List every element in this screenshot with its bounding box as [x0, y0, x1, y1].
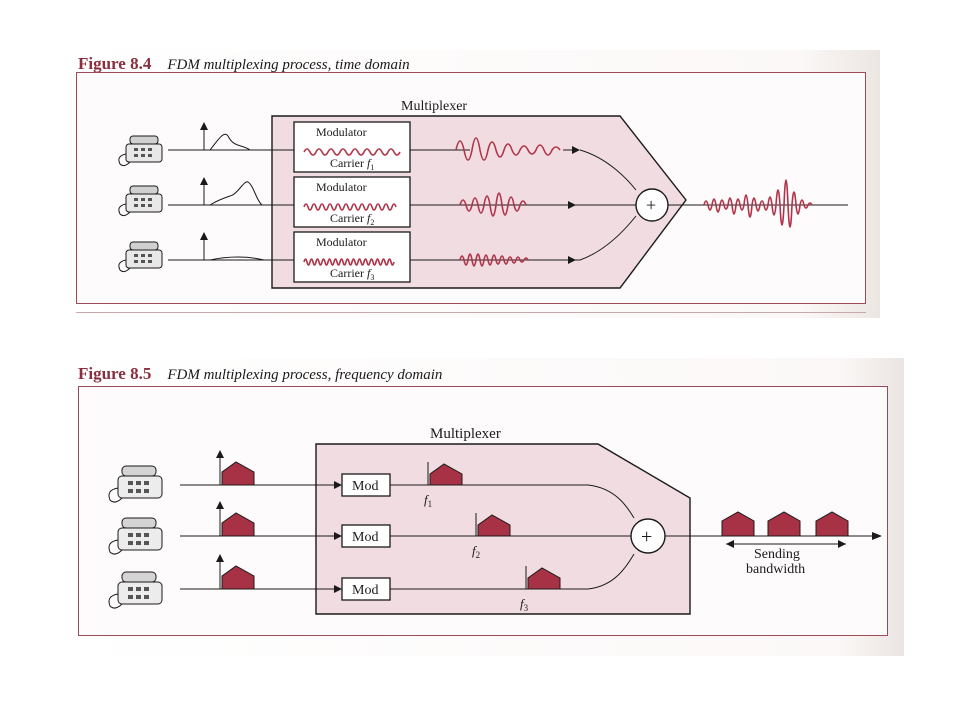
carrier-wave-1	[303, 148, 401, 156]
spectrum-icon	[475, 513, 511, 537]
carrier-label-3: Carrier f3	[330, 266, 374, 282]
spectrum-icon	[216, 450, 255, 486]
spectrum-icon	[767, 511, 801, 537]
mod-label-2: Mod	[352, 530, 378, 545]
modulator-box-1	[293, 121, 411, 173]
modulated-signal-1	[455, 137, 561, 161]
figure-8-4-caption: Figure 8.4 FDM multiplexing process, time…	[78, 54, 410, 74]
spectrum-icon	[427, 462, 463, 486]
fdm-frequency-domain-diagram: Multiplexer	[108, 426, 882, 615]
modulator-label-1: Modulator	[316, 125, 367, 139]
telephone-icon	[108, 571, 163, 609]
spectrum-icon	[815, 511, 849, 537]
figure-8-4-panel: Figure 8.4 FDM multiplexing process, time…	[68, 50, 880, 318]
freq-label-2: f2	[472, 543, 480, 560]
modulator-box-3	[293, 231, 411, 283]
bandwidth-label-line2: bandwidth	[746, 562, 805, 577]
figure-8-5-caption: Figure 8.5 FDM multiplexing process, freq…	[78, 364, 442, 384]
baseband-signal-3	[200, 232, 265, 261]
figure-number: Figure 8.4	[78, 54, 152, 73]
telephone-icon	[108, 517, 163, 555]
modulator-box-2	[293, 176, 411, 228]
modulated-signal-3	[459, 253, 529, 267]
modulated-signal-2	[459, 192, 527, 217]
fdm-time-domain-diagram: Multiplexer Modulator Carrier f1	[118, 99, 848, 289]
bandwidth-label-line1: Sending	[754, 547, 800, 562]
telephone-icon	[118, 135, 163, 167]
figure-title: FDM multiplexing process, frequency doma…	[167, 367, 443, 383]
carrier-wave-3	[303, 258, 395, 266]
carrier-label-1: Carrier f1	[330, 156, 374, 172]
telephone-icon	[118, 185, 163, 217]
divider	[76, 312, 866, 313]
freq-label-1: f1	[424, 492, 432, 509]
multiplexer-label: Multiplexer	[401, 99, 467, 114]
figure-number: Figure 8.5	[78, 364, 152, 383]
modulator-label-3: Modulator	[316, 235, 367, 249]
figure-8-5-panel: Figure 8.5 FDM multiplexing process, freq…	[68, 358, 904, 656]
sum-symbol: +	[646, 195, 656, 215]
spectrum-icon	[216, 501, 255, 537]
spectrum-icon	[216, 554, 255, 590]
mod-label-1: Mod	[352, 479, 378, 494]
telephone-icon	[108, 465, 163, 503]
modulator-label-2: Modulator	[316, 180, 367, 194]
sum-symbol: +	[641, 526, 652, 548]
multiplexed-output-signal	[703, 179, 813, 228]
carrier-wave-2	[303, 203, 397, 211]
spectrum-icon	[525, 566, 561, 590]
multiplexer-label: Multiplexer	[430, 426, 501, 442]
baseband-signal-1	[200, 122, 251, 151]
mod-label-3: Mod	[352, 583, 378, 598]
freq-label-3: f3	[520, 596, 529, 613]
carrier-label-2: Carrier f2	[330, 211, 374, 227]
baseband-signal-2	[200, 177, 263, 206]
telephone-icon	[118, 241, 163, 273]
figure-title: FDM multiplexing process, time domain	[167, 57, 410, 73]
spectrum-icon	[721, 511, 755, 537]
